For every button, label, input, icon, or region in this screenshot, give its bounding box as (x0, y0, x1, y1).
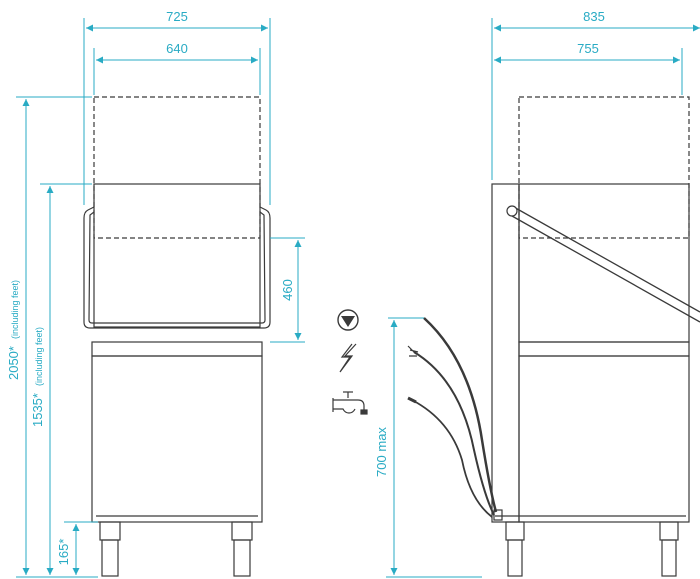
side-dimensions (386, 18, 700, 578)
label-2050-note: (including feet) (10, 280, 20, 339)
label-1535-value: 1535* (30, 393, 45, 427)
drain-hose (423, 317, 498, 513)
front-foot-right (231, 521, 253, 541)
label-165: 165* (56, 539, 71, 566)
label-1535-note: (including feet) (34, 327, 44, 386)
side-back-column (491, 183, 520, 523)
side-body (518, 355, 690, 523)
label-755: 755 (577, 41, 599, 56)
side-hood (518, 183, 690, 343)
front-hood (93, 183, 261, 328)
label-640: 640 (166, 41, 188, 56)
front-hood-handle (83, 206, 271, 329)
label-725: 725 (166, 9, 188, 24)
side-foot-front (659, 521, 679, 541)
side-hood-raised-outline (518, 96, 690, 239)
electrical-cable (413, 351, 495, 516)
front-foot-left (99, 521, 121, 541)
label-2050-value: 2050* (6, 346, 21, 380)
label-2050: 2050* (including feet) (5, 280, 22, 380)
label-1535: 1535* (including feet) (29, 327, 46, 427)
front-body (91, 355, 263, 523)
drain-icon (337, 309, 359, 331)
front-rim (91, 341, 263, 357)
label-460: 460 (280, 279, 295, 301)
side-handle-lever (511, 205, 700, 313)
front-hood-raised-outline (93, 96, 261, 239)
electrical-icon (339, 343, 357, 373)
front-dimensions (16, 18, 305, 578)
side-view (407, 96, 700, 577)
water-hose (411, 399, 493, 518)
label-835: 835 (583, 9, 605, 24)
label-700-max: 700 max (374, 427, 389, 477)
side-foot-back (505, 521, 525, 541)
front-view (83, 96, 271, 577)
side-rim (518, 341, 690, 357)
water-tap-icon (332, 391, 368, 415)
